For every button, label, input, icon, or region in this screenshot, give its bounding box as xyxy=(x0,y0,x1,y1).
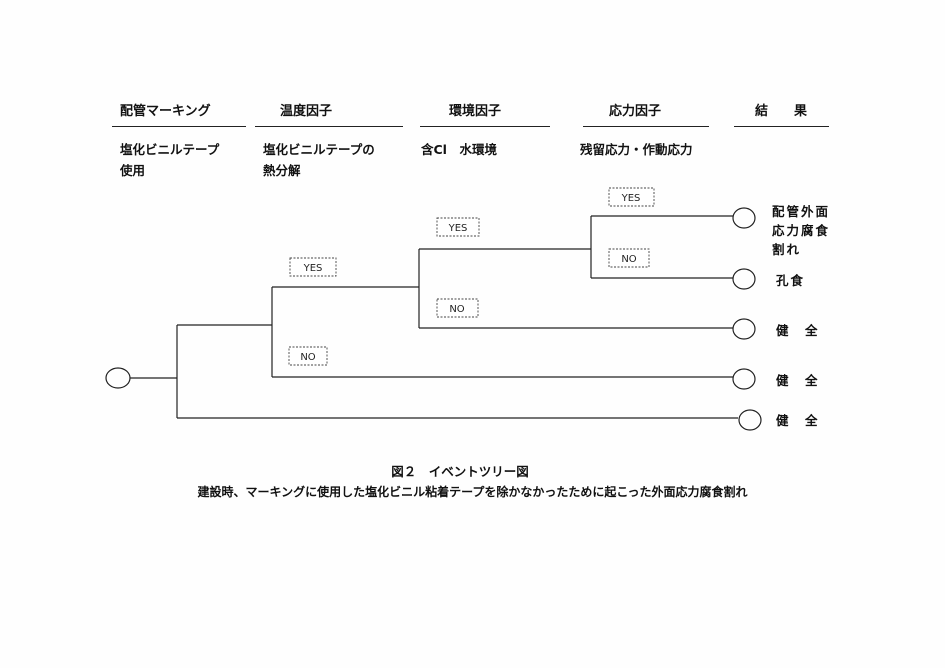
description-stress: 残留応力・作動応力 xyxy=(580,139,740,160)
label-box-stress-no xyxy=(608,248,650,268)
header-underline-result xyxy=(734,126,829,127)
label-env-no: NO xyxy=(449,304,464,315)
label-temp-yes: YES xyxy=(303,263,323,274)
outcome-scc-line: 応力腐食 xyxy=(772,223,831,238)
root-node xyxy=(105,367,131,389)
description-environment: 含Cl 水環境 xyxy=(421,139,581,160)
label-env-yes: YES xyxy=(448,223,468,234)
label-box-temp-yes xyxy=(289,257,337,277)
outcome-scc-line: 割れ xyxy=(772,242,802,257)
header-temperature: 温度因子 xyxy=(280,104,333,119)
header-underline-marking xyxy=(112,126,246,127)
label-stress-yes: YES xyxy=(621,193,641,204)
outcome-node-sound-2 xyxy=(732,368,756,390)
outcome-pitting: 孔食 xyxy=(776,271,846,290)
figure-caption-title: 図２ イベントツリー図 xyxy=(391,464,529,479)
outcome-sound-line: 健 全 xyxy=(776,323,820,338)
outcome-sound-2: 健 全 xyxy=(776,371,846,390)
description-environment-line: 含Cl 水環境 xyxy=(421,142,497,157)
outcome-sound-line: 健 全 xyxy=(776,413,820,428)
header-environment: 環境因子 xyxy=(449,104,502,119)
outcome-scc-line: 配管外面 xyxy=(772,204,831,219)
header-underline-environment xyxy=(420,126,550,127)
outcome-sound-3: 健 全 xyxy=(776,411,846,430)
header-underline-temperature xyxy=(255,126,403,127)
outcome-node-scc xyxy=(732,207,756,229)
header-stress: 応力因子 xyxy=(609,104,662,119)
header-marking: 配管マーキング xyxy=(120,104,211,119)
outcome-node-sound-1 xyxy=(732,318,756,340)
description-temperature-line: 塩化ビニルテープの xyxy=(263,142,375,157)
outcome-scc: 配管外面 応力腐食 割れ xyxy=(772,202,842,259)
description-temperature-line: 熱分解 xyxy=(263,163,301,178)
label-stress-no: NO xyxy=(621,254,636,265)
outcome-node-sound-3 xyxy=(738,409,762,431)
description-marking-line: 使用 xyxy=(120,163,146,178)
header-result: 結 果 xyxy=(755,104,808,119)
description-temperature: 塩化ビニルテープの 熱分解 xyxy=(263,139,423,181)
outcome-sound-1: 健 全 xyxy=(776,321,846,340)
label-box-temp-no xyxy=(288,346,328,366)
figure-caption-subtitle: 建設時、マーキングに使用した塩化ビニル粘着テープを除かなかったために起こった外面… xyxy=(197,485,748,499)
description-stress-line: 残留応力・作動応力 xyxy=(580,142,693,157)
label-box-env-no xyxy=(436,298,479,318)
description-marking-line: 塩化ビニルテープ xyxy=(120,142,220,157)
label-box-stress-yes xyxy=(608,187,655,207)
outcome-sound-line: 健 全 xyxy=(776,373,820,388)
header-underline-stress xyxy=(583,126,709,127)
outcome-pitting-line: 孔食 xyxy=(776,273,806,288)
outcome-node-pitting xyxy=(732,268,756,290)
label-temp-no: NO xyxy=(300,352,315,363)
label-box-env-yes xyxy=(436,217,480,237)
description-marking: 塩化ビニルテープ 使用 xyxy=(120,139,280,181)
